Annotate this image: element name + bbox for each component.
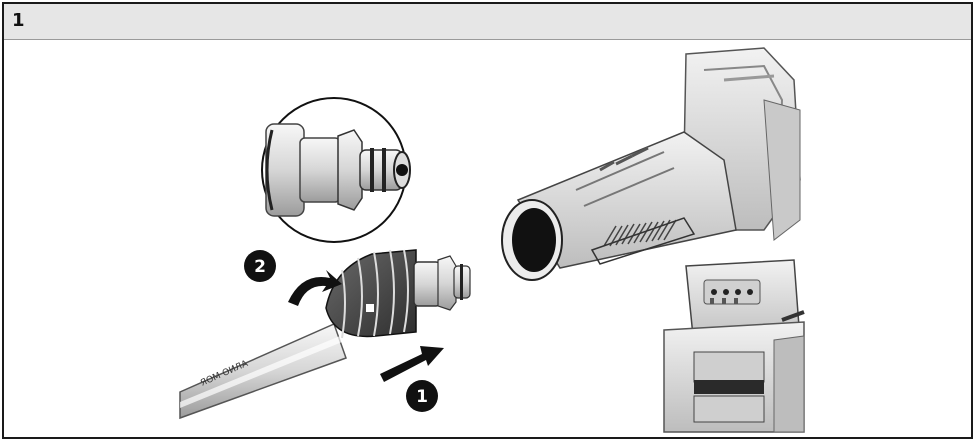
connector-detail — [265, 123, 411, 217]
callout-2: 2 — [244, 250, 276, 282]
push-arrow — [380, 346, 444, 382]
callout-2-label: 2 — [254, 257, 266, 277]
figure-header: 1 — [4, 4, 971, 40]
connector-detail-magnifier — [261, 97, 411, 243]
step-number: 1 — [12, 10, 25, 31]
callout-1-label: 1 — [416, 387, 428, 407]
hose-connector — [325, 249, 471, 339]
rotate-arrow — [288, 270, 342, 306]
pressure-washer — [501, 47, 805, 433]
assembly-illustration: ЯОМ ОИЛА 2 — [179, 47, 805, 433]
callout-1: 1 — [406, 380, 438, 412]
hose: ЯОМ ОИЛА — [179, 322, 347, 420]
